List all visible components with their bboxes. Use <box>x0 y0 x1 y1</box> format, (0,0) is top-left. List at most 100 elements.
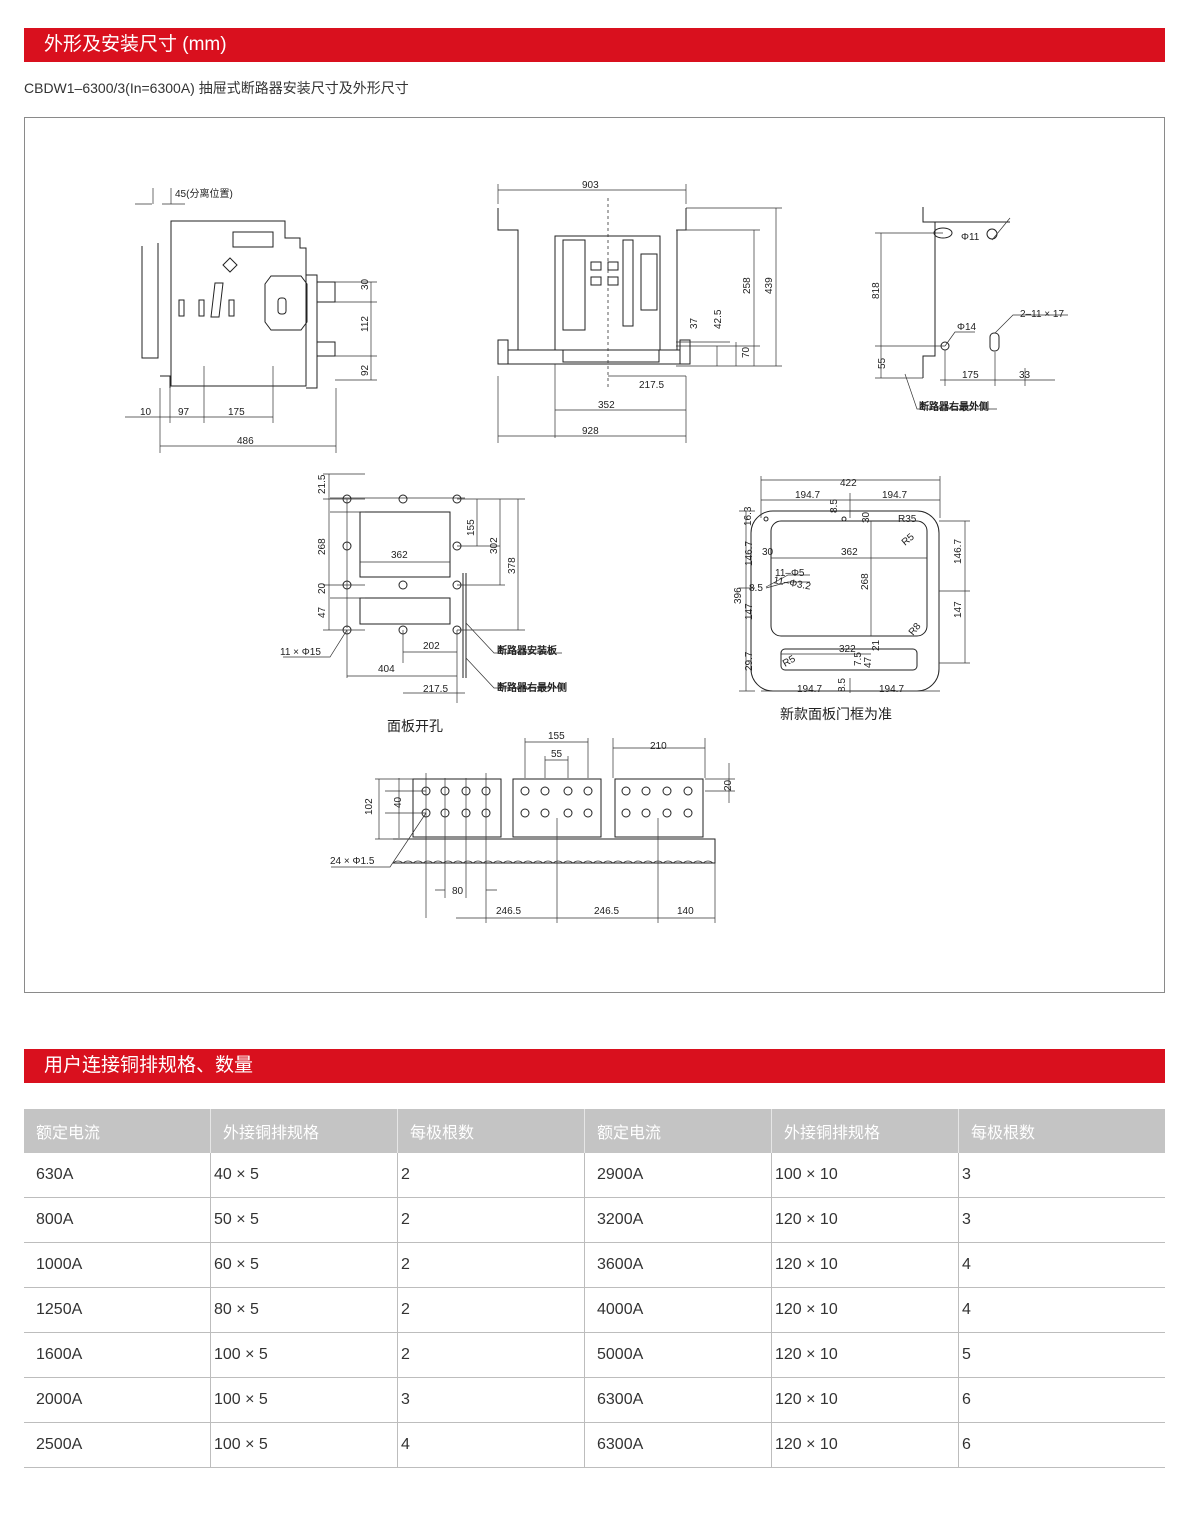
door-dim-8.5bottom: 8.5 <box>837 678 848 692</box>
terminal-view: 155 55 210 20 102 40 24 × Φ1.5 80 246.5 … <box>330 731 735 923</box>
side-dim-45: 45(分离位置) <box>175 187 233 200</box>
technical-drawing: 45(分离位置) 30 112 92 10 97 175 486 903 439… <box>24 117 1165 993</box>
right-dim-phi14: Φ14 <box>957 322 977 333</box>
front-dim-439: 439 <box>764 277 775 294</box>
door-dim-194.7d: 194.7 <box>879 684 904 695</box>
side-dim-92: 92 <box>360 364 371 376</box>
table-row: 1000A 60 × 5 2 3600A 120 × 10 4 <box>24 1242 1165 1288</box>
front-dim-928: 928 <box>582 426 599 437</box>
term-dim-155: 155 <box>548 731 565 742</box>
cell-rated-current: 5000A <box>584 1332 772 1378</box>
cell-rated-current: 6300A <box>584 1422 772 1468</box>
cell-rated-current: 630A <box>24 1153 211 1198</box>
term-dim-210: 210 <box>650 741 667 752</box>
table-header-row: 额定电流 外接铜排规格 每极根数 额定电流 外接铜排规格 每极根数 <box>24 1109 1165 1153</box>
cutout-dim-155: 155 <box>466 519 477 536</box>
cutout-caption: 面板开孔 <box>387 718 443 734</box>
right-dim-55: 55 <box>877 357 888 369</box>
right-view: 818 55 Φ11 Φ14 2–11 × 17 175 33 断路器右最外侧 <box>871 207 1068 413</box>
right-dim-slot: 2–11 × 17 <box>1020 309 1064 320</box>
cell-busbar-spec: 100 × 5 <box>210 1422 398 1468</box>
cutout-dim-20: 20 <box>317 582 328 594</box>
cutout-dim-302: 302 <box>489 537 500 554</box>
cell-count: 2 <box>397 1287 585 1333</box>
cell-busbar-spec: 100 × 5 <box>210 1377 398 1423</box>
drawing-subtitle: CBDW1–6300/3(In=6300A) 抽屉式断路器安装尺寸及外形尺寸 <box>24 80 409 96</box>
cell-rated-current: 2500A <box>24 1422 211 1468</box>
section-title: 外形及安装尺寸 (mm) <box>44 34 227 55</box>
cutout-dim-268: 268 <box>317 538 328 555</box>
cell-busbar-spec: 100 × 5 <box>210 1332 398 1378</box>
cell-count: 2 <box>397 1153 585 1198</box>
door-frame: 422 194.7 194.7 8.5 30 R35 R5 16.3 30 36… <box>733 476 970 722</box>
door-dim-11phi5: 11–Φ5 <box>775 568 805 579</box>
door-dim-396: 396 <box>733 587 744 604</box>
cutout-dim-202: 202 <box>423 641 440 652</box>
section-header-dimensions: 外形及安装尺寸 (mm) <box>24 28 1165 62</box>
table-row: 1600A 100 × 5 2 5000A 120 × 10 5 <box>24 1332 1165 1378</box>
door-dim-194.7c: 194.7 <box>797 684 822 695</box>
cutout-dim-217.5: 217.5 <box>423 684 448 695</box>
side-dim-175: 175 <box>228 407 245 418</box>
cell-rated-current: 6300A <box>584 1377 772 1423</box>
cutout-dim-holes: 11 × Φ15 <box>280 647 321 658</box>
front-dim-217.5: 217.5 <box>639 380 664 391</box>
cutout-dim-47: 47 <box>317 606 328 618</box>
door-dim-8.5left: 8.5 <box>749 583 763 594</box>
door-dim-147left: 147 <box>744 603 755 620</box>
cell-rated-current: 3200A <box>584 1197 772 1243</box>
door-dim-268: 268 <box>860 573 871 590</box>
side-dim-97: 97 <box>178 407 190 418</box>
header-rated-current: 额定电流 <box>24 1109 211 1153</box>
door-dim-322: 322 <box>839 644 856 655</box>
door-dim-R35: R35 <box>898 514 917 525</box>
cell-busbar-spec: 120 × 10 <box>771 1242 959 1288</box>
header-busbar-spec: 外接铜排规格 <box>210 1109 398 1153</box>
cell-rated-current: 800A <box>24 1197 211 1243</box>
cell-busbar-spec: 50 × 5 <box>210 1197 398 1243</box>
front-view: 903 439 258 37 42.5 70 217.5 352 928 <box>497 180 782 443</box>
table-row: 630A 40 × 5 2 2900A 100 × 10 3 <box>24 1153 1165 1198</box>
door-caption: 新款面板门框为准 <box>780 706 892 722</box>
drawing-svg: 45(分离位置) 30 112 92 10 97 175 486 903 439… <box>125 180 1068 923</box>
table-row: 2000A 100 × 5 3 6300A 120 × 10 6 <box>24 1377 1165 1423</box>
right-dim-818: 818 <box>871 282 882 299</box>
cell-count: 5 <box>958 1332 1165 1378</box>
cell-busbar-spec: 120 × 10 <box>771 1377 959 1423</box>
cutout-label-side: 断路器右最外侧 <box>497 681 567 694</box>
cell-busbar-spec: 120 × 10 <box>771 1197 959 1243</box>
term-dim-20: 20 <box>723 779 734 791</box>
door-dim-30top: 30 <box>861 511 872 523</box>
cell-count: 3 <box>958 1197 1165 1243</box>
front-dim-258: 258 <box>742 277 753 294</box>
cutout-dim-21.5: 21.5 <box>317 474 328 494</box>
cell-count: 4 <box>958 1287 1165 1333</box>
right-dim-33: 33 <box>1019 370 1031 381</box>
right-dim-phi11: Φ11 <box>961 232 980 243</box>
table-row: 800A 50 × 5 2 3200A 120 × 10 3 <box>24 1197 1165 1243</box>
door-dim-7.5: 7.5 <box>853 652 864 666</box>
term-dim-140: 140 <box>677 906 694 917</box>
door-dim-422: 422 <box>840 478 857 489</box>
term-dim-102: 102 <box>364 798 375 815</box>
cutout-dim-378: 378 <box>507 557 518 574</box>
cell-count: 2 <box>397 1332 585 1378</box>
door-dim-147right: 147 <box>953 601 964 618</box>
door-dim-362: 362 <box>841 547 858 558</box>
cutout-dim-362: 362 <box>391 550 408 561</box>
term-dim-55: 55 <box>551 749 563 760</box>
cell-count: 4 <box>397 1422 585 1468</box>
right-label-outer: 断路器右最外侧 <box>919 400 989 413</box>
table-row: 2500A 100 × 5 4 6300A 120 × 10 6 <box>24 1422 1165 1468</box>
cell-rated-current: 2900A <box>584 1153 772 1198</box>
door-dim-R5b: R5 <box>781 653 798 669</box>
cell-busbar-spec: 40 × 5 <box>210 1153 398 1198</box>
side-dim-10: 10 <box>140 407 152 418</box>
door-dim-21: 21 <box>871 639 882 651</box>
cutout-label-board: 断路器安装板 <box>497 644 558 657</box>
cell-rated-current: 1250A <box>24 1287 211 1333</box>
term-dim-40: 40 <box>393 796 404 808</box>
cell-count: 6 <box>958 1377 1165 1423</box>
section-title: 用户连接铜排规格、数量 <box>44 1055 254 1076</box>
door-dim-194.7b: 194.7 <box>882 490 907 501</box>
